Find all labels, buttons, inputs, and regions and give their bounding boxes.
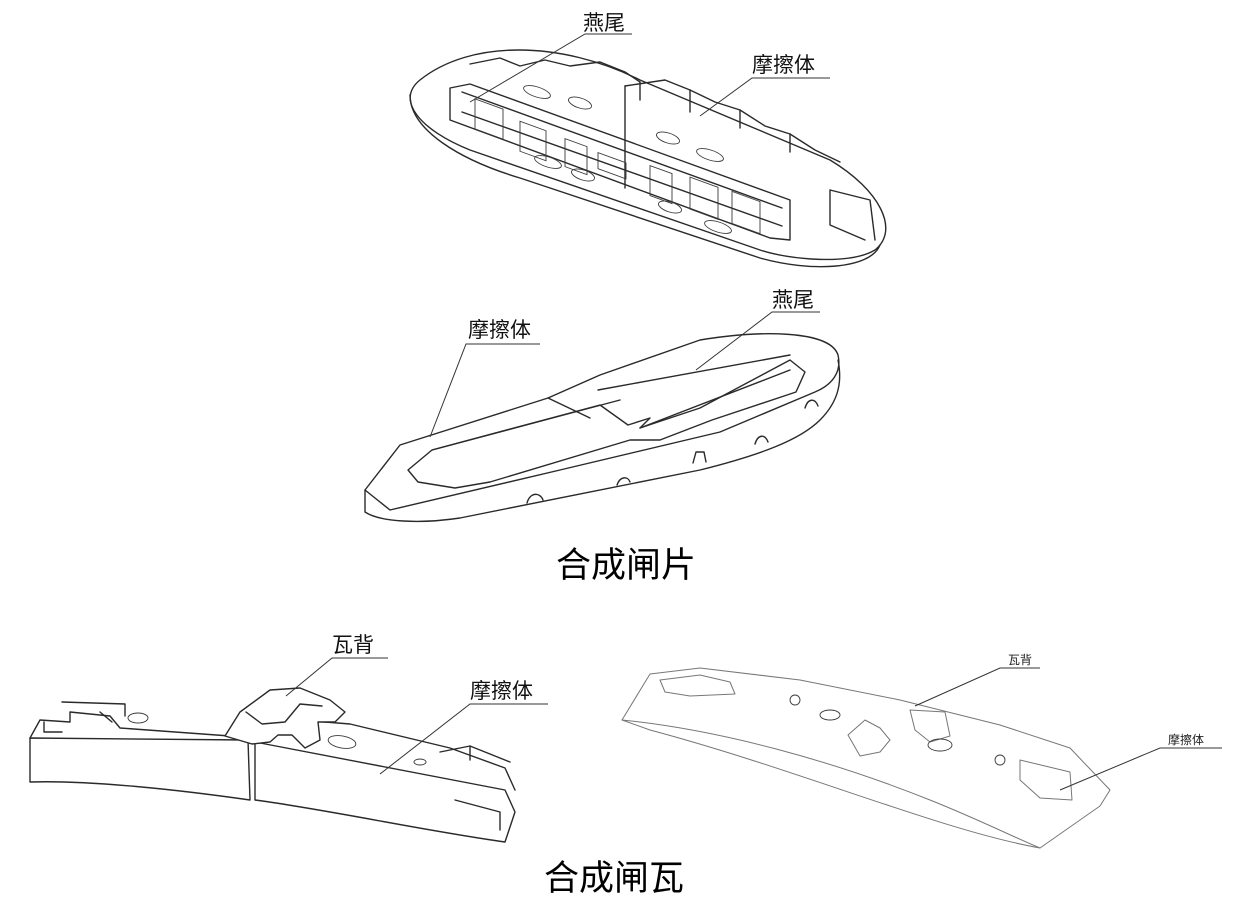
caption-composite-pad: 合成闸片 [556,546,696,586]
label-back-left: 瓦背 [332,633,374,657]
label-friction-pad: 摩擦体 [468,318,531,342]
label-dovetail-top: 燕尾 [583,11,625,35]
label-back-right: 瓦背 [1008,653,1032,667]
caption-composite-shoe: 合成闸瓦 [544,859,684,899]
pad-front-view: 摩擦体 燕尾 [364,288,841,523]
shoe-right-view: 瓦背 摩擦体 [621,653,1222,849]
label-dovetail-pad: 燕尾 [772,288,814,312]
pad-back-view: 燕尾 摩擦体 [409,11,887,268]
label-friction-top: 摩擦体 [752,53,815,77]
label-friction-right: 摩擦体 [1168,732,1204,747]
label-friction-left: 摩擦体 [470,679,533,703]
shoe-left-view: 瓦背 摩擦体 [29,633,548,843]
